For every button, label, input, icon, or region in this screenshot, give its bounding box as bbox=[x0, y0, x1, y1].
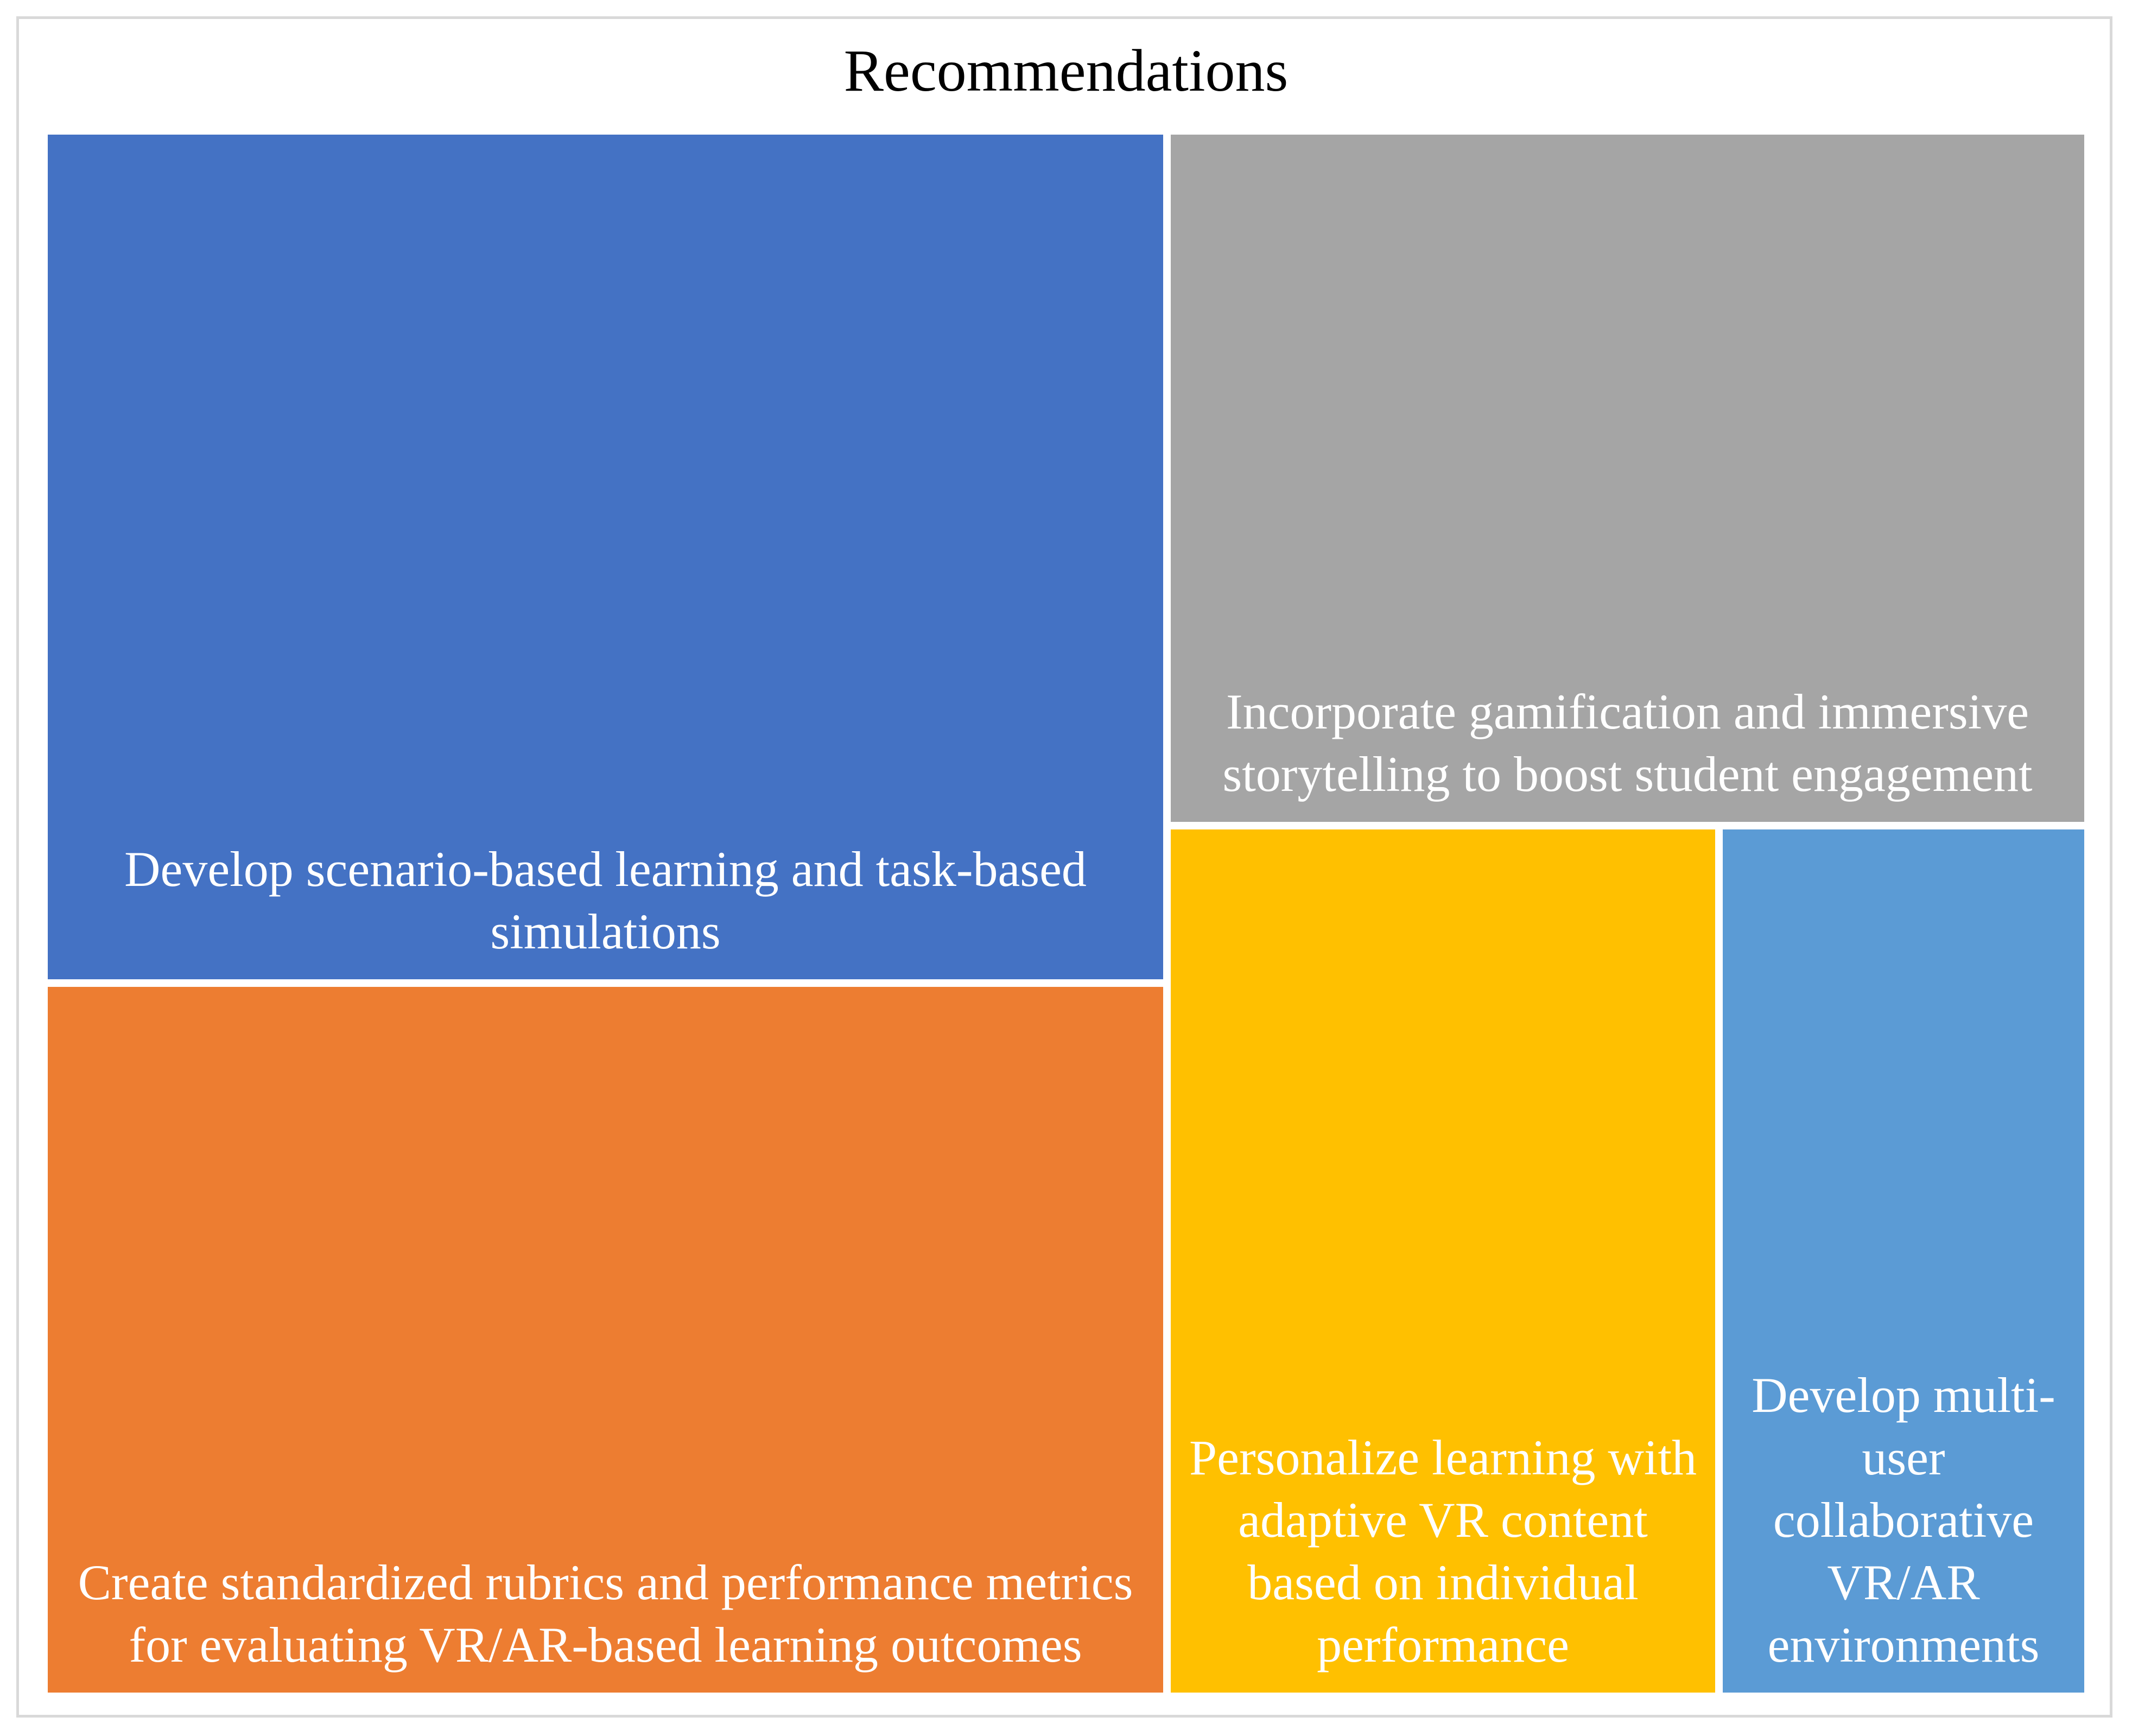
tile-label: Develop scenario-based learning and task… bbox=[124, 841, 1087, 959]
tile-label: Incorporate gamification and immersive s… bbox=[1222, 684, 2033, 802]
tile-label: Develop multi-user collaborative VR/AR e… bbox=[1752, 1367, 2055, 1672]
tile-standardized-rubrics: Create standardized rubrics and performa… bbox=[48, 987, 1163, 1693]
tile-label: Personalize learning with adaptive VR co… bbox=[1189, 1430, 1697, 1672]
tile-label: Create standardized rubrics and performa… bbox=[78, 1555, 1133, 1672]
chart-title: Recommendations bbox=[843, 37, 1289, 104]
tile-multi-user-collaborative: Develop multi-user collaborative VR/AR e… bbox=[1723, 829, 2084, 1693]
tile-scenario-based-learning: Develop scenario-based learning and task… bbox=[48, 135, 1163, 979]
tile-gamification: Incorporate gamification and immersive s… bbox=[1171, 135, 2084, 822]
tile-personalize-learning: Personalize learning with adaptive VR co… bbox=[1171, 829, 1715, 1693]
